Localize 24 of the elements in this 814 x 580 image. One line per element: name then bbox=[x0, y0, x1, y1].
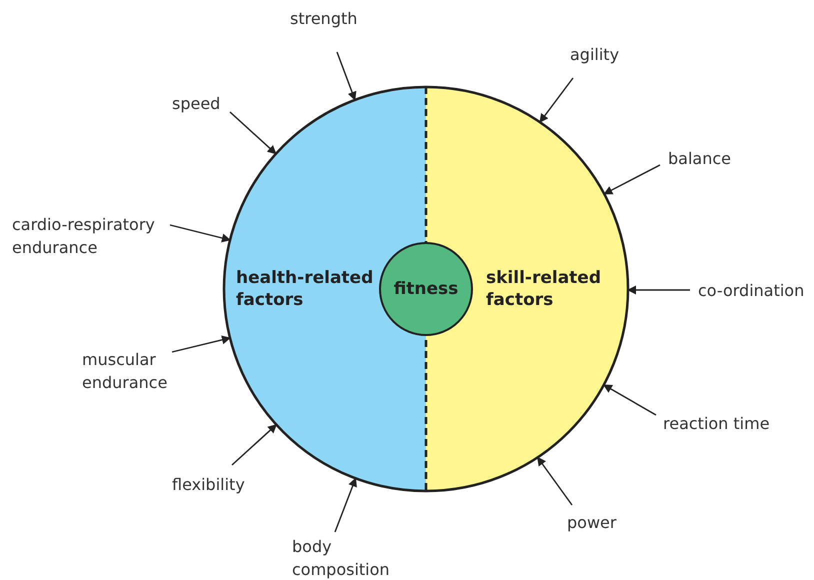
arrow bbox=[230, 111, 277, 154]
region-label: health-related factors bbox=[236, 267, 374, 311]
arrow bbox=[539, 78, 574, 123]
factor-label: agility bbox=[570, 43, 620, 66]
region-label: skill-related factors bbox=[486, 267, 602, 311]
factor-label: flexibility bbox=[172, 473, 245, 496]
factor-label: power bbox=[567, 511, 616, 534]
arrow bbox=[232, 424, 278, 466]
factor-label: muscular endurance bbox=[82, 348, 182, 394]
factor-label: speed bbox=[172, 92, 220, 115]
arrow bbox=[172, 336, 231, 353]
factor-label: cardio-respiratory endurance bbox=[12, 213, 172, 259]
factor-label: co-ordination bbox=[698, 279, 804, 302]
factor-label: body composition bbox=[292, 535, 402, 580]
factor-label: reaction time bbox=[663, 412, 770, 435]
factor-label: strength bbox=[290, 7, 358, 30]
arrow bbox=[603, 384, 656, 416]
arrow bbox=[336, 52, 356, 101]
arrow bbox=[537, 456, 573, 506]
arrow bbox=[627, 286, 690, 294]
arrow bbox=[170, 224, 231, 242]
arrow bbox=[603, 164, 660, 195]
arrow bbox=[334, 478, 357, 532]
factor-label: balance bbox=[668, 147, 731, 170]
